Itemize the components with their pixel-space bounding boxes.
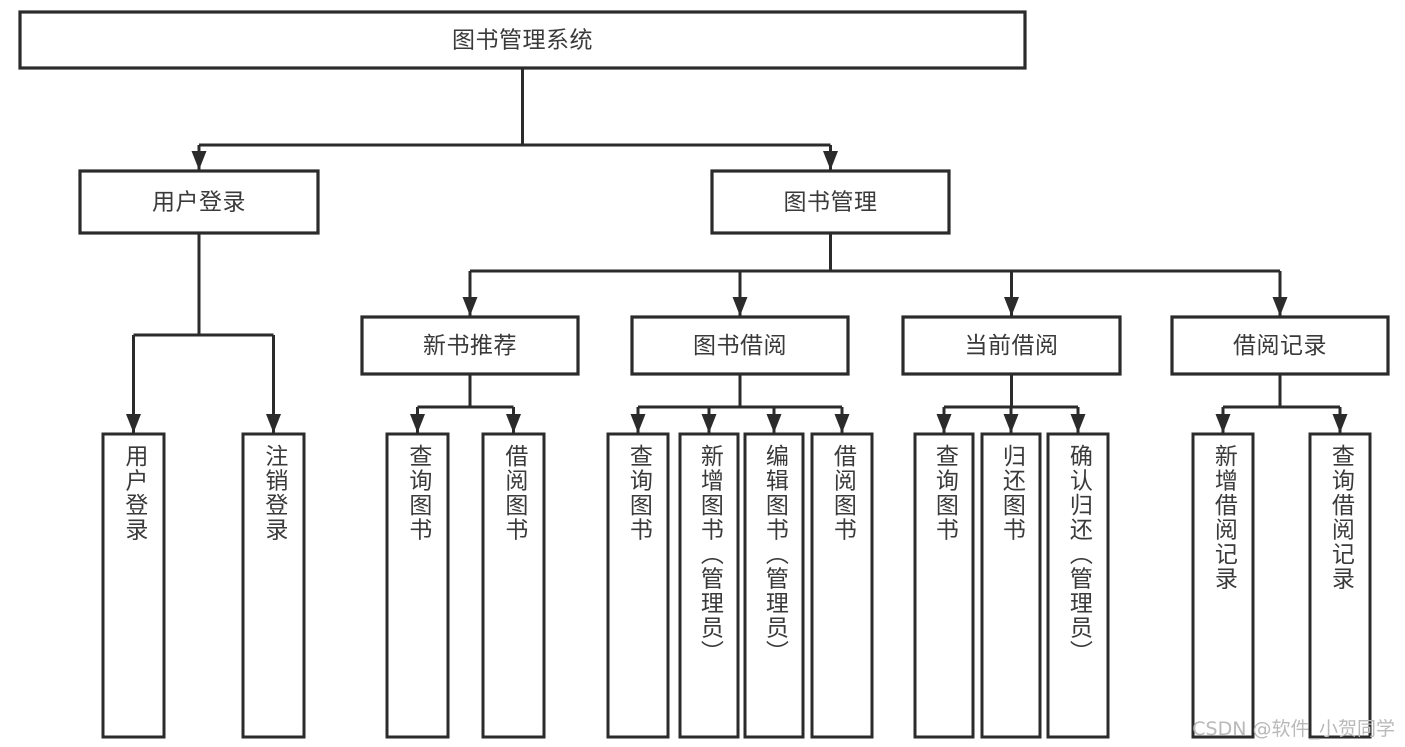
node-l2-0-label: 用户登录 (152, 190, 246, 216)
node-leaf-0-0[interactable] (385, 432, 450, 739)
arrow-head-icon (1003, 414, 1019, 433)
node-l3-2-label: 当前借阅 (965, 333, 1059, 359)
arrow-head-icon (462, 297, 478, 316)
arrow-head-icon (1070, 414, 1086, 433)
arrow-head-icon (1215, 414, 1231, 433)
node-leaf-2-0[interactable] (913, 432, 975, 739)
node-l2-1[interactable] (710, 169, 951, 235)
arrow-head-icon (701, 414, 717, 433)
node-leaf-2-1[interactable] (980, 432, 1042, 739)
arrow-head-icon (126, 414, 141, 433)
node-leaf-1-1[interactable] (678, 432, 740, 739)
node-l3-3-label: 借阅记录 (1233, 333, 1327, 359)
node-l3-0-label: 新书推荐 (423, 333, 517, 359)
node-l3-1-label: 图书借阅 (693, 333, 787, 359)
node-l3-0[interactable] (360, 315, 580, 376)
node-leaf-2-2[interactable] (1046, 432, 1110, 739)
arrow-head-icon (766, 414, 782, 433)
node-leaf-1-0[interactable] (606, 432, 670, 739)
node-l3-3[interactable] (1170, 315, 1390, 376)
arrow-head-icon (834, 414, 850, 433)
arrow-head-icon (1272, 297, 1288, 316)
node-leaf-login-0[interactable] (101, 432, 166, 739)
node-leaf-3-0[interactable] (1191, 432, 1255, 739)
arrow-head-icon (191, 151, 207, 170)
node-l3-1[interactable] (630, 315, 850, 376)
node-l3-2[interactable] (901, 315, 1122, 376)
node-l2-1-label: 图书管理 (784, 190, 878, 216)
node-root-node-e59bbee4b9a6e7aea1e79086e7b3-label: 图书管理系统 (452, 28, 593, 54)
node-leaf-login-1[interactable] (241, 432, 306, 739)
arrow-head-icon (506, 414, 521, 433)
node-root-node-e59bbee4b9a6e7aea1e79086e7b3[interactable] (18, 10, 1027, 70)
arrow-head-icon (936, 414, 952, 433)
arrow-head-icon (732, 297, 748, 316)
node-leaf-1-3[interactable] (810, 432, 874, 739)
node-l2-0[interactable] (78, 169, 320, 235)
node-leaf-0-1[interactable] (481, 432, 546, 739)
arrow-head-icon (630, 414, 646, 433)
node-leaf-3-1[interactable] (1308, 432, 1372, 739)
watermark-text: CSDN @软件_小贺同学 (1192, 718, 1395, 740)
arrow-head-icon (410, 414, 425, 433)
arrow-head-icon (1004, 297, 1019, 316)
arrow-head-icon (1332, 414, 1348, 433)
arrow-head-icon (266, 414, 281, 433)
arrow-head-icon (823, 151, 838, 170)
node-leaf-1-2[interactable] (743, 432, 805, 739)
